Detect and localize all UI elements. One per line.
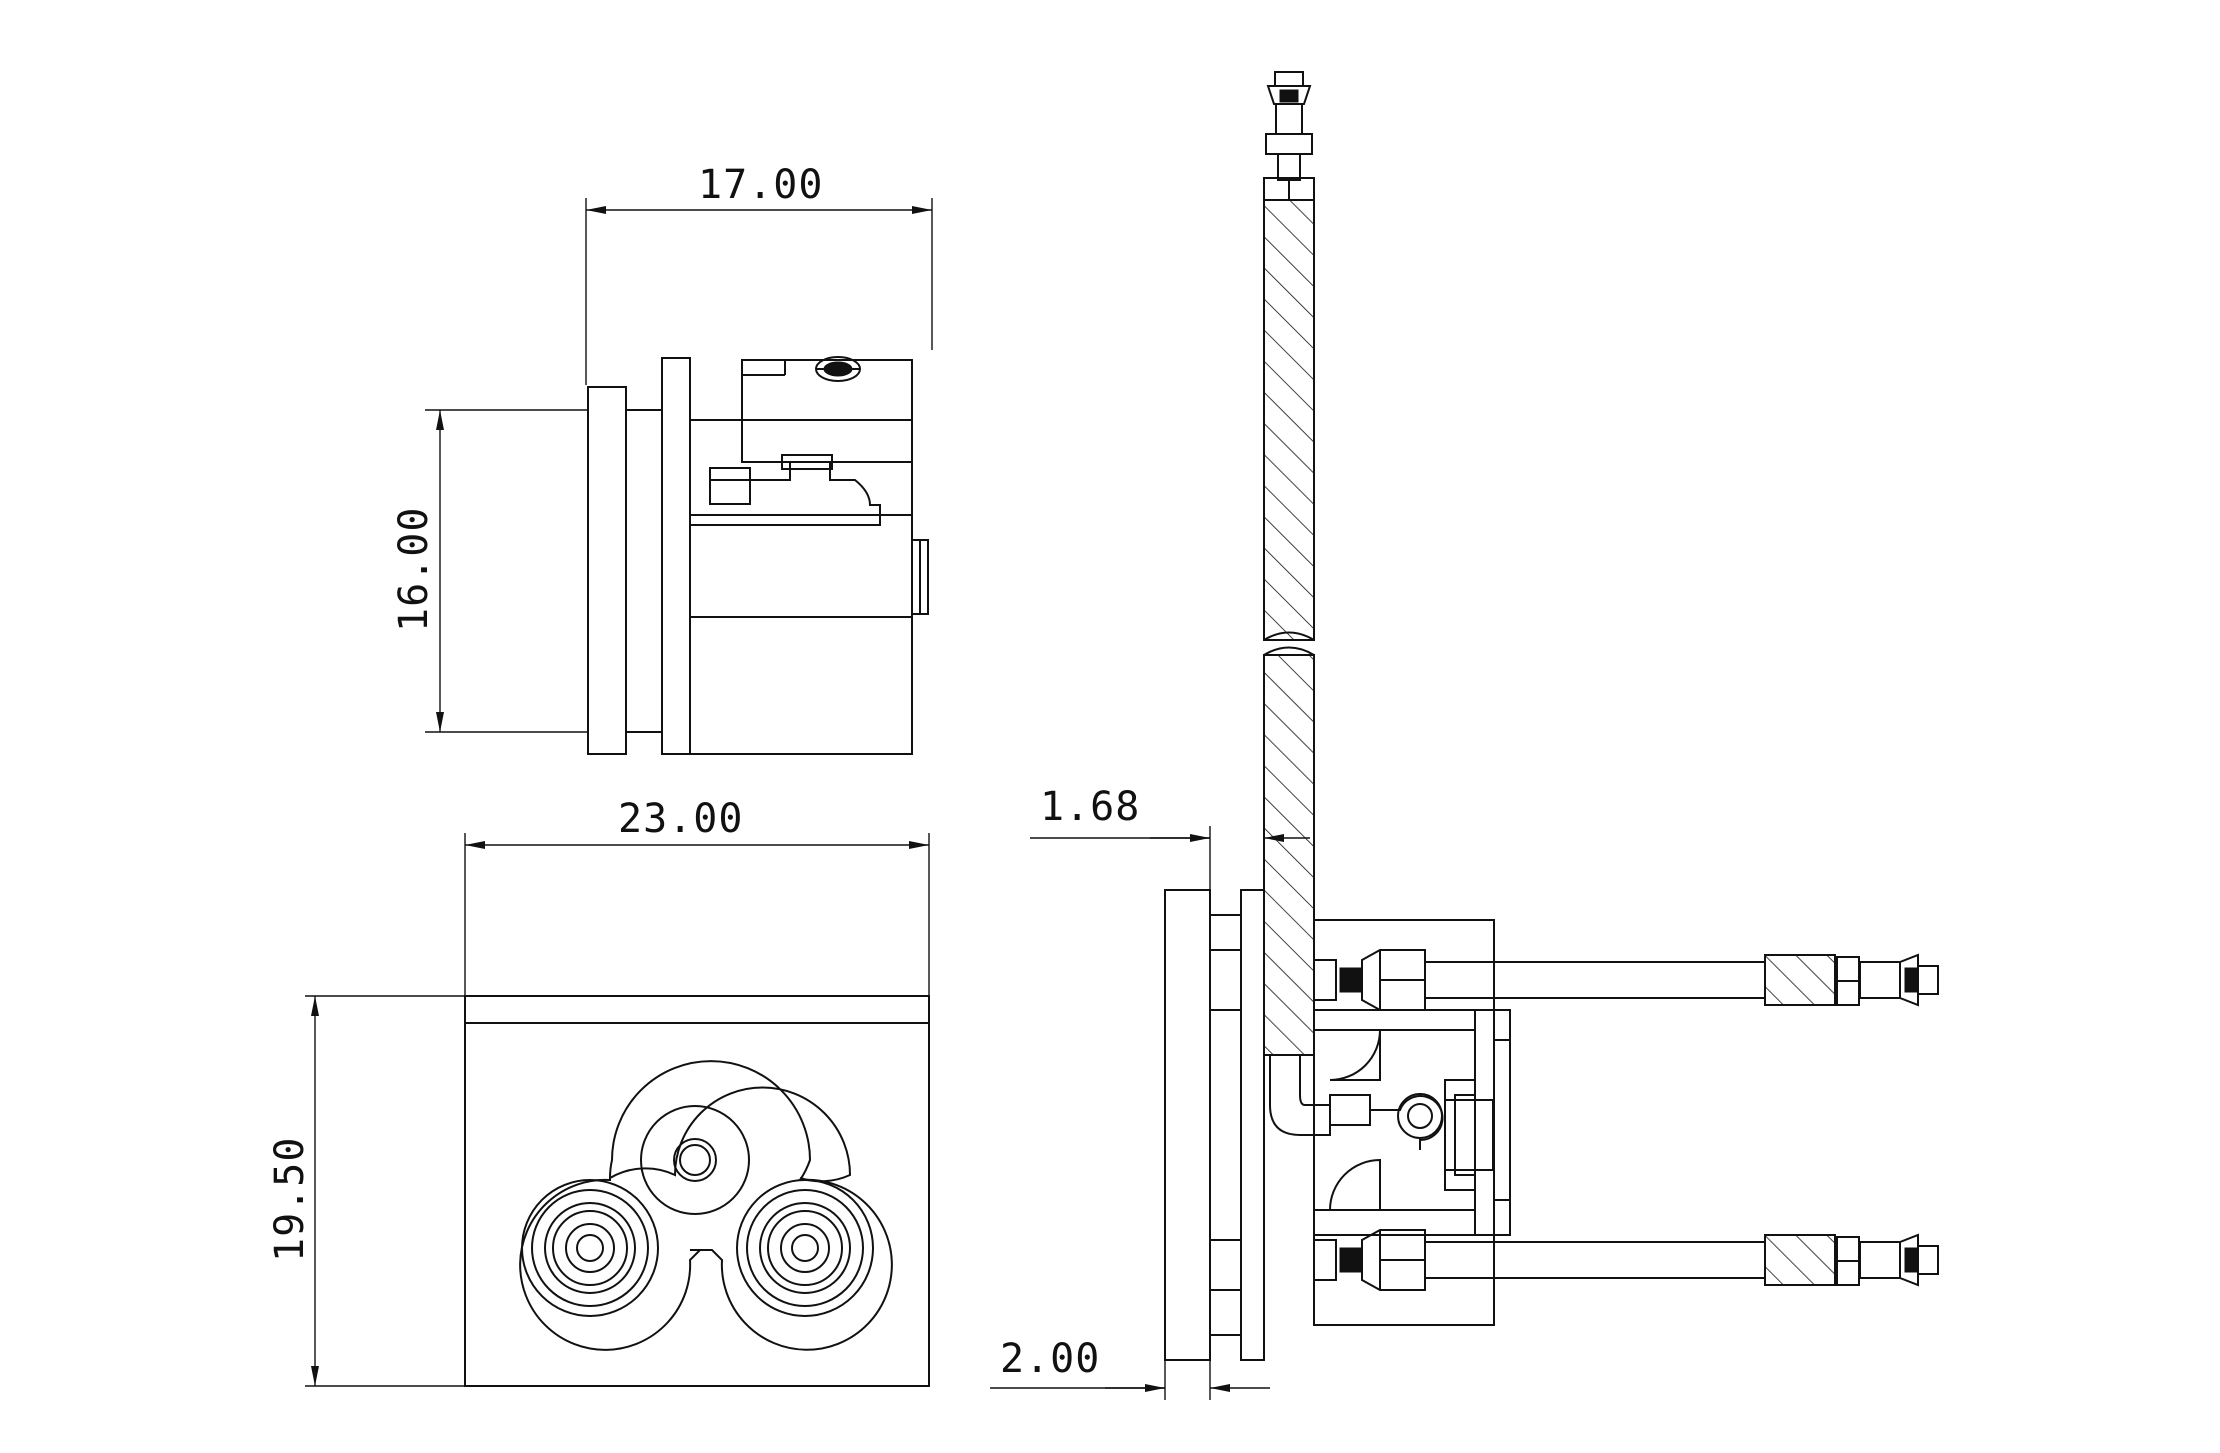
dim-top-width: 17.00 bbox=[698, 162, 823, 208]
front-view: 23.00 19.50 bbox=[267, 796, 930, 1387]
dim-front-height: 19.50 bbox=[267, 1137, 313, 1262]
section-view: 1.68 2.00 bbox=[990, 71, 1939, 1400]
upper-pin bbox=[1313, 949, 1939, 1011]
dim-top-height: 16.00 bbox=[391, 507, 437, 632]
lower-pin bbox=[1313, 1229, 1939, 1291]
dim-side-plate: 2.00 bbox=[1000, 1336, 1100, 1382]
dim-side-offset: 1.68 bbox=[1040, 784, 1140, 830]
dim-front-width: 23.00 bbox=[618, 796, 743, 842]
side-view: 17.00 16.00 bbox=[391, 162, 933, 755]
